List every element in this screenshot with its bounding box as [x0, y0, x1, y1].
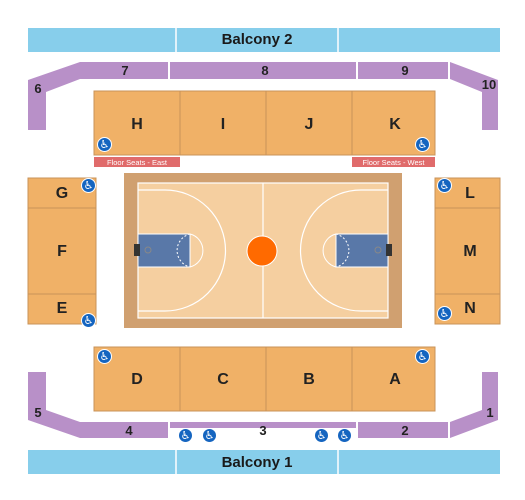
section-I[interactable] — [179, 90, 267, 156]
section-C[interactable] — [179, 346, 267, 412]
section-2[interactable] — [358, 422, 448, 438]
wheelchair-icon[interactable]: ♿ — [314, 428, 329, 443]
wheelchair-icon[interactable]: ♿ — [437, 306, 452, 321]
section-F[interactable] — [27, 207, 97, 295]
section-4[interactable] — [80, 422, 168, 438]
basketball-court — [124, 173, 402, 328]
wheelchair-icon[interactable]: ♿ — [415, 137, 430, 152]
wheelchair-icon[interactable]: ♿ — [81, 178, 96, 193]
section-8[interactable] — [170, 62, 356, 79]
wheelchair-icon[interactable]: ♿ — [337, 428, 352, 443]
floor-seats-east[interactable] — [94, 157, 180, 167]
wheelchair-icon[interactable]: ♿ — [97, 349, 112, 364]
floor-seats-west[interactable] — [352, 157, 435, 167]
section-9[interactable] — [358, 62, 448, 79]
section-7[interactable] — [80, 62, 168, 79]
section-5[interactable] — [28, 372, 80, 438]
wheelchair-icon[interactable]: ♿ — [81, 313, 96, 328]
balcony-2[interactable] — [28, 28, 500, 52]
wheelchair-icon[interactable]: ♿ — [97, 137, 112, 152]
wheelchair-icon[interactable]: ♿ — [437, 178, 452, 193]
section-3[interactable] — [170, 422, 356, 428]
wheelchair-icon[interactable]: ♿ — [415, 349, 430, 364]
section-6[interactable] — [28, 62, 80, 130]
section-B[interactable] — [265, 346, 353, 412]
center-circle — [246, 235, 278, 267]
section-M[interactable] — [434, 207, 501, 295]
section-10[interactable] — [450, 62, 498, 130]
wheelchair-icon[interactable]: ♿ — [202, 428, 217, 443]
section-J[interactable] — [265, 90, 353, 156]
section-1[interactable] — [450, 372, 498, 438]
balcony-1[interactable] — [28, 450, 500, 474]
wheelchair-icon[interactable]: ♿ — [178, 428, 193, 443]
